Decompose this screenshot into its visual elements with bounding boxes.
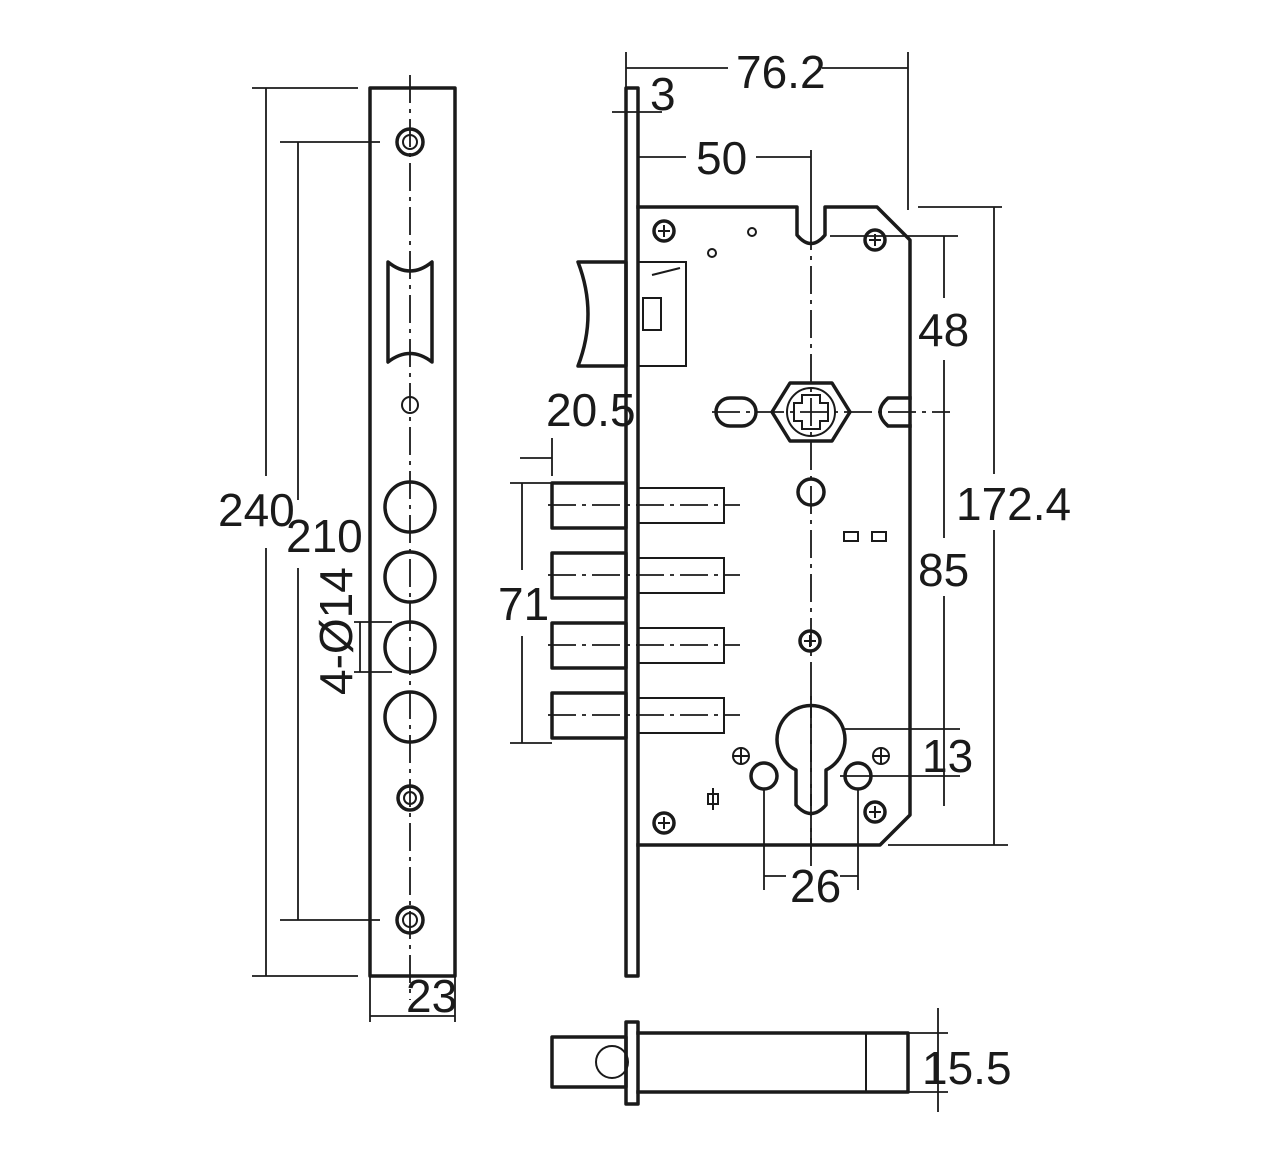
top-view-bolt — [550, 1035, 628, 1089]
dim-label-13: 13 — [922, 730, 973, 782]
case-screw — [652, 219, 676, 243]
bolt-hole — [383, 620, 437, 674]
dim-label-172-4: 172.4 — [956, 478, 1071, 530]
bolt-hole — [383, 480, 437, 534]
dimension-faceplate-thickness: 3 — [612, 68, 676, 120]
lock-side-view: 76.2 3 50 20.5 71 — [498, 46, 1071, 978]
small-hole — [747, 227, 757, 237]
case-screw — [652, 811, 676, 835]
corner-screws — [652, 219, 887, 835]
faceplate-outline — [368, 86, 457, 978]
lock-top-view: 15.5 — [550, 1008, 1012, 1112]
dimension-case-height: 172.4 — [888, 206, 1071, 846]
dimension-hole-spec: 4-Ø14 — [310, 567, 392, 695]
dimension-faceplate-width: 23 — [369, 970, 457, 1022]
dimension-overall-width: 76.2 — [625, 46, 909, 210]
faceplate-front-view: 240 210 4-Ø14 23 — [218, 75, 457, 1022]
dimension-centre-distance: 85 — [918, 412, 969, 729]
dim-label-85: 85 — [918, 544, 969, 596]
dim-label-26: 26 — [790, 860, 841, 912]
lower-screw-hole — [396, 784, 424, 812]
dimension-bolt-projection: 20.5 — [520, 384, 636, 476]
slot-marker — [843, 531, 859, 542]
small-hole — [707, 248, 717, 258]
dim-label-3: 3 — [650, 68, 676, 120]
case-screw — [863, 228, 887, 252]
dimension-case-thickness: 15.5 — [906, 1008, 1012, 1112]
dim-label-71: 71 — [498, 578, 549, 630]
dim-label-15-5: 15.5 — [922, 1042, 1012, 1094]
bolt-holes — [383, 480, 437, 744]
cross-marks — [707, 747, 890, 810]
dimension-fixing-spacing: 26 — [763, 789, 859, 912]
dimension-screw-spacing: 210 — [280, 141, 380, 921]
dead-bolt — [548, 621, 740, 670]
bolt-hole — [383, 690, 437, 744]
case-screw — [863, 800, 887, 824]
dimension-spindle-offset: 48 — [830, 235, 969, 412]
top-screw-hole — [395, 127, 425, 157]
case-screw — [798, 629, 822, 653]
dimension-bolt-span: 71 — [498, 482, 552, 744]
latch-bolt — [576, 260, 687, 368]
cylinder-cutout — [775, 690, 960, 850]
dim-label-48: 48 — [918, 304, 969, 356]
latch-opening — [386, 260, 434, 364]
dim-label-20-5: 20.5 — [546, 384, 636, 436]
dim-label-hole-spec: 4-Ø14 — [310, 567, 362, 695]
bolt-hole — [383, 550, 437, 604]
side-faceplate — [624, 86, 640, 978]
spindle-follower — [712, 381, 950, 443]
dim-label-76-2: 76.2 — [736, 46, 826, 98]
case-body-outline — [636, 1031, 910, 1094]
bottom-screw-hole — [395, 905, 425, 935]
dim-label-50: 50 — [696, 132, 747, 184]
follower-hole — [796, 477, 826, 507]
dead-bolt — [548, 691, 740, 740]
dead-bolt — [548, 551, 740, 600]
dim-label-23: 23 — [406, 970, 457, 1022]
top-view-roller — [595, 1045, 629, 1079]
lock-case-outline — [636, 205, 912, 847]
top-view-end-block — [865, 1032, 909, 1093]
dimension-total-length: 240 — [218, 87, 358, 977]
dim-label-240: 240 — [218, 484, 295, 536]
dimension-cylinder-offset: 13 — [922, 729, 973, 806]
slot-marker — [871, 531, 887, 542]
small-hole-upper — [401, 396, 419, 414]
dimension-backset: 50 — [638, 132, 812, 222]
dead-bolts — [548, 481, 740, 740]
dead-bolt — [548, 481, 740, 530]
dim-label-210: 210 — [286, 510, 363, 562]
